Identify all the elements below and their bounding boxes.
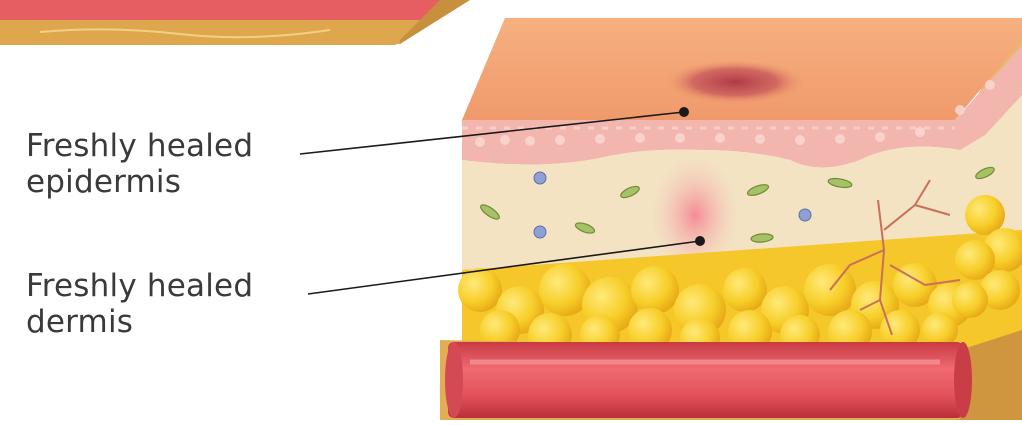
skin-block [440,18,1022,420]
label-epidermis-line1: Freshly healed [26,128,253,164]
label-dermis-line2: dermis [26,304,253,340]
upper-skin-block [0,0,470,45]
wound-mark [665,60,805,104]
epidermis-pointer-dot [679,107,689,117]
label-freshly-healed-epidermis: Freshly healed epidermis [26,128,253,200]
label-epidermis-line2: epidermis [26,164,253,200]
label-dermis-line1: Freshly healed [26,268,253,304]
dermis-pointer-dot [695,236,705,246]
blood-vessel [445,342,972,418]
label-freshly-healed-dermis: Freshly healed dermis [26,268,253,340]
